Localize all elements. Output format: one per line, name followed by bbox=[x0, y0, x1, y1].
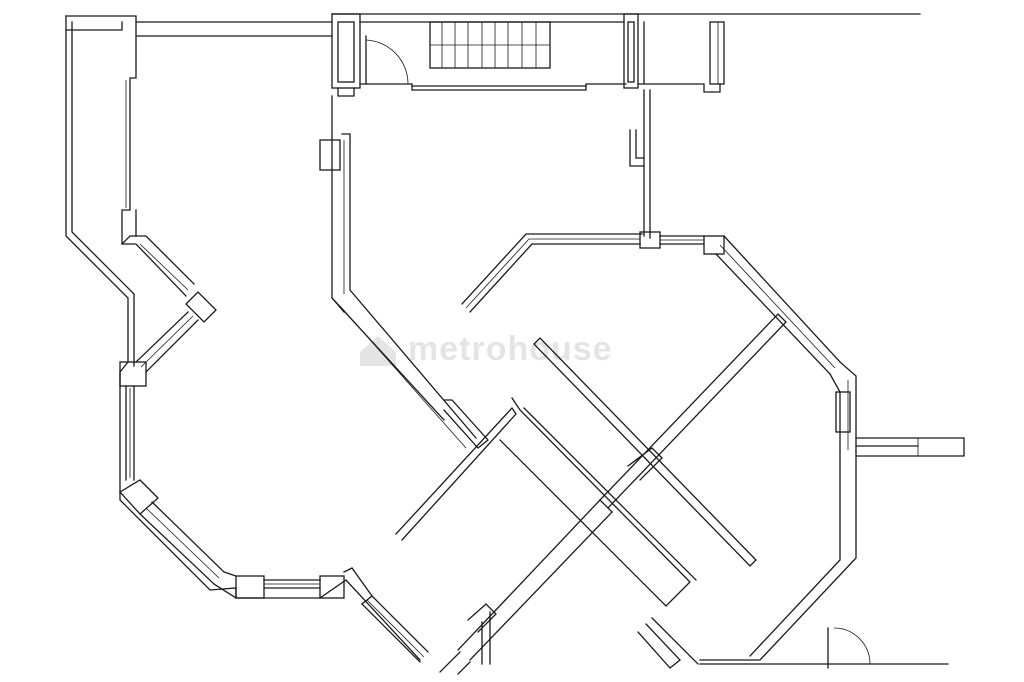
central-partition bbox=[629, 89, 651, 239]
bottom-right-door-swing bbox=[827, 627, 871, 669]
right-room-walls bbox=[461, 231, 965, 665]
watermark-text: metrohouse bbox=[408, 330, 613, 368]
watermark: metrohouse bbox=[356, 328, 656, 372]
staircase bbox=[429, 21, 551, 69]
house-logo-icon bbox=[360, 336, 396, 366]
top-door-swing bbox=[365, 35, 409, 85]
diagonal-partitions bbox=[395, 313, 787, 675]
left-room-walls bbox=[65, 15, 421, 661]
central-room-left-wall bbox=[319, 95, 489, 449]
left-room-bottom-window bbox=[213, 567, 429, 663]
top-walls bbox=[331, 13, 921, 97]
left-room-zigzag-wall bbox=[118, 235, 225, 585]
